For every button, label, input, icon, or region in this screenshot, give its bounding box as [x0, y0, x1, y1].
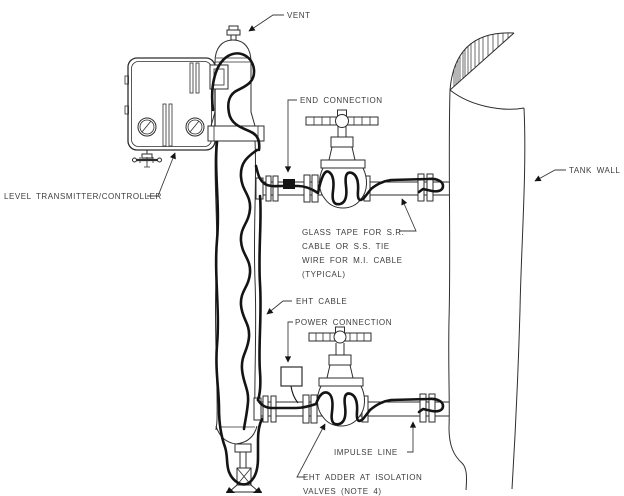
lower-isolation-valve — [308, 326, 372, 427]
flange — [311, 174, 319, 203]
flange — [265, 175, 272, 202]
bonnet-flange — [318, 377, 364, 387]
leader-lines — [147, 14, 566, 478]
eht-cable-upper-pipe — [254, 164, 445, 206]
tank-wall-right-edge — [511, 107, 526, 490]
end-connection-leader — [284, 99, 297, 173]
tank-wall-leader — [534, 169, 566, 182]
chamber-tube-right — [253, 140, 257, 419]
eht-cable-right-run — [256, 194, 262, 402]
bonnet — [326, 364, 354, 379]
label-glass-tape-1: GLASS TAPE FOR S.R. — [302, 228, 404, 237]
handwheel-hub — [333, 330, 347, 344]
eht-cable — [210, 52, 445, 486]
label-vent: VENT — [287, 11, 311, 20]
label-glass-tape-3: WIRE FOR M.I. CABLE — [302, 256, 402, 265]
label-eht-adder-1: EHT ADDER AT ISOLATION — [303, 473, 422, 482]
flange — [302, 394, 310, 424]
eht-adder-leader — [296, 423, 326, 478]
valve-stem — [335, 343, 345, 355]
hinge — [124, 105, 129, 115]
bottom-drain — [226, 443, 262, 493]
gauge-needle — [189, 120, 200, 133]
label-glass-tape-2: CABLE OR S.S. TIE — [302, 242, 390, 251]
eht-cable-left-run — [214, 140, 264, 486]
eht-cable-lower-pipe — [256, 391, 445, 426]
flange — [417, 173, 425, 202]
packing-gland — [330, 136, 354, 148]
power-connection-box — [280, 366, 303, 387]
tank-wall-left-edge — [448, 89, 467, 491]
flange — [262, 395, 269, 423]
label-end-connection: END CONNECTION — [300, 96, 383, 105]
label-glass-tape-4: (TYPICAL) — [302, 270, 346, 279]
bonnet-flange — [320, 159, 366, 169]
label-level-transmitter: LEVEL TRANSMITTER/CONTROLLER — [4, 192, 162, 201]
eht-cable-leader — [266, 300, 292, 315]
vent-leader — [248, 14, 284, 32]
handwheel-hub — [335, 114, 349, 128]
label-tank-wall: TANK WALL — [569, 166, 620, 175]
transmitter-leader — [147, 152, 176, 197]
gauge-left — [137, 117, 157, 137]
flange — [426, 173, 434, 202]
chamber-tube-left — [214, 140, 218, 431]
tank-wall-top-arc — [449, 32, 515, 91]
vent-slot — [189, 62, 194, 94]
chamber-dome — [214, 39, 252, 63]
power-connection-leader — [284, 321, 293, 363]
tank-wall-top-chord — [449, 32, 515, 91]
glass-tape-leader — [399, 198, 417, 232]
power-lead — [290, 385, 299, 404]
upper-isolation-valve — [305, 109, 379, 209]
label-eht-cable: EHT CABLE — [296, 297, 347, 306]
gauge-needle — [141, 120, 152, 133]
valve-stem — [337, 125, 347, 137]
vent-fitting — [226, 25, 241, 41]
flange — [428, 393, 436, 423]
label-power-connection: POWER CONNECTION — [295, 318, 392, 327]
eht-cable-center-run — [239, 148, 259, 431]
eht-cable-dome-loop — [210, 52, 261, 152]
flange — [272, 175, 279, 202]
tank-wall — [448, 32, 526, 491]
label-impulse-line: IMPULSE LINE — [334, 448, 398, 457]
labels: VENT END CONNECTION TANK WALL LEVEL TRAN… — [4, 11, 620, 496]
gauge-right — [185, 117, 205, 137]
hinge — [124, 75, 129, 85]
tank-wall-rim — [449, 89, 525, 110]
end-connection-fitting — [283, 179, 295, 189]
drain-valve-small — [132, 150, 162, 168]
flange — [310, 394, 318, 424]
packing-gland — [328, 354, 352, 366]
bonnet — [328, 146, 356, 161]
level-transmitter-controller — [124, 57, 216, 168]
vent-slot — [162, 103, 167, 147]
vent-slot — [195, 62, 200, 94]
chamber-flange — [207, 125, 265, 142]
tank-wall-hatching — [453, 33, 509, 86]
impulse-line-leader — [407, 421, 417, 453]
vent-slot — [168, 103, 173, 147]
valve-body — [319, 167, 367, 209]
label-eht-adder-2: VALVES (NOTE 4) — [303, 487, 382, 496]
